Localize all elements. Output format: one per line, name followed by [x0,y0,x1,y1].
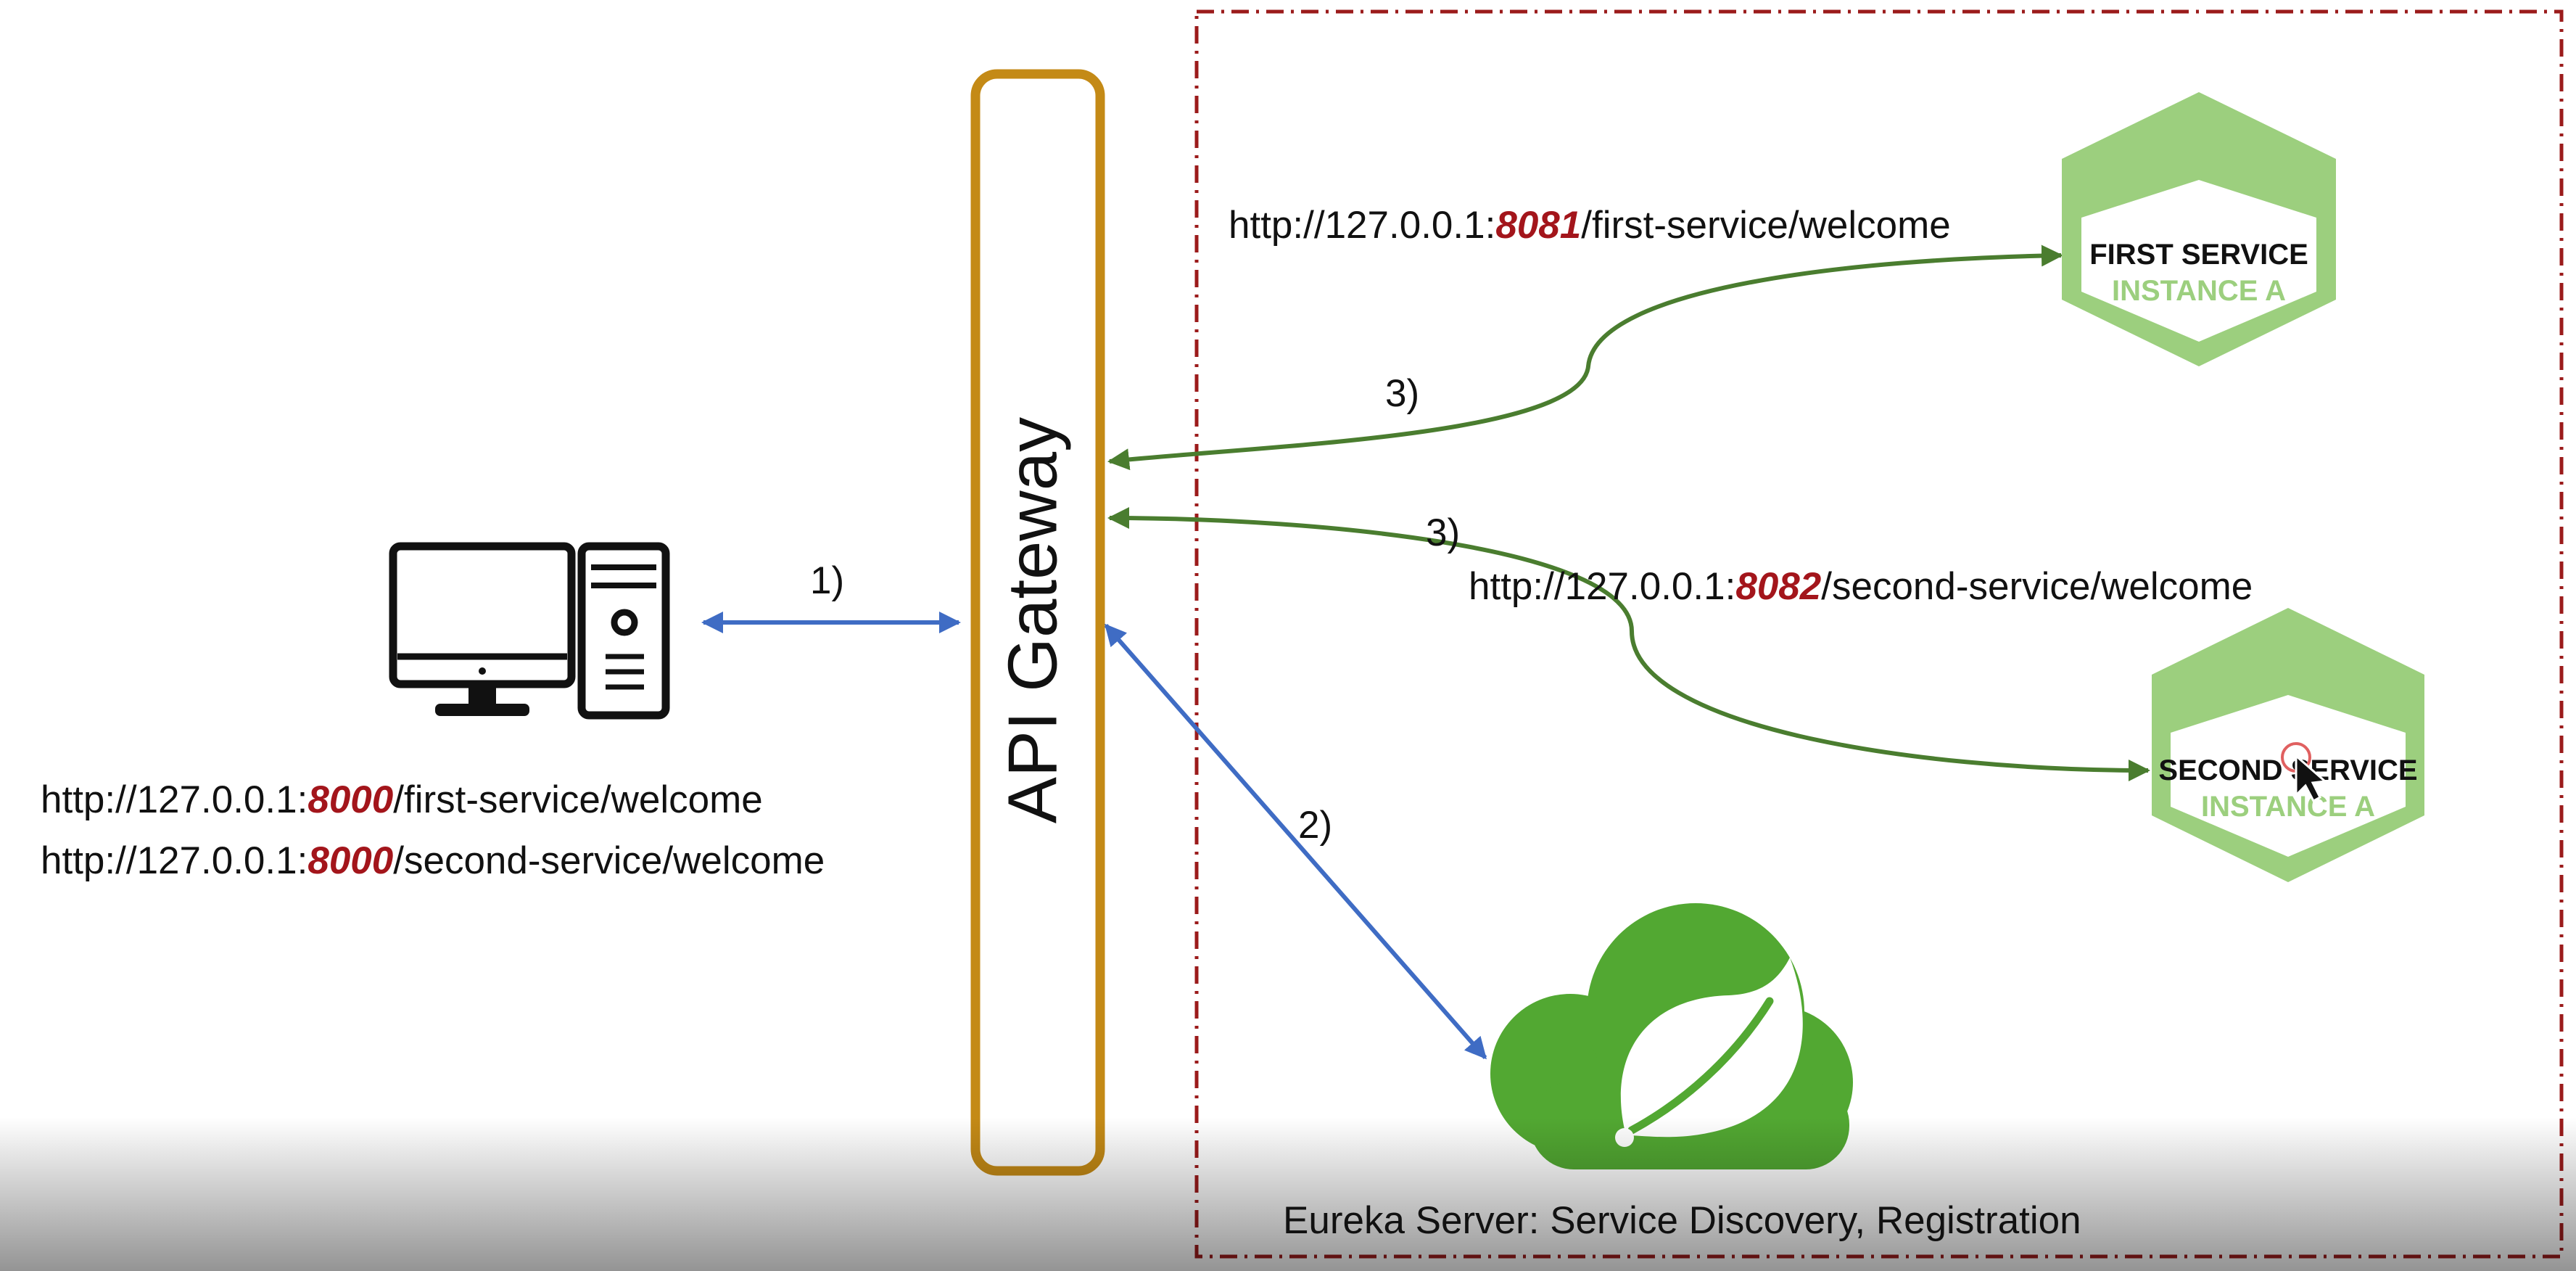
step-label-2: 2) [1298,804,1332,847]
gateway-eureka-arrow [1104,623,1487,1060]
gateway-second-service-arrow [1107,507,2150,781]
api-gateway-label: API Gateway [994,417,1071,823]
gateway-first-service-arrow [1107,244,2063,471]
client-url-second: http://127.0.0.1:8000/second-service/wel… [41,839,825,882]
first-service-node: FIRST SERVICE INSTANCE A [2062,92,2336,366]
first-service-instance: INSTANCE A [2112,275,2286,307]
step-label-3-first: 3) [1385,372,1419,415]
first-service-title: FIRST SERVICE [2089,239,2308,271]
step-label-1: 1) [810,559,844,602]
second-service-url: http://127.0.0.1:8082/second-service/wel… [1469,565,2253,608]
mouse-cursor-icon [2281,742,2328,803]
client-url-first: http://127.0.0.1:8000/first-service/welc… [41,778,763,821]
step-label-3-second: 3) [1426,511,1460,554]
second-service-instance: INSTANCE A [2201,791,2375,823]
first-service-url: http://127.0.0.1:8081/first-service/welc… [1229,204,1951,247]
computer-icon [389,542,670,720]
eureka-server-label: Eureka Server: Service Discovery, Regist… [1283,1199,2081,1242]
second-service-title: SECOND SERVICE [2158,754,2417,786]
bottom-shade [0,1117,2576,1271]
service-boundary [1194,9,2564,1259]
